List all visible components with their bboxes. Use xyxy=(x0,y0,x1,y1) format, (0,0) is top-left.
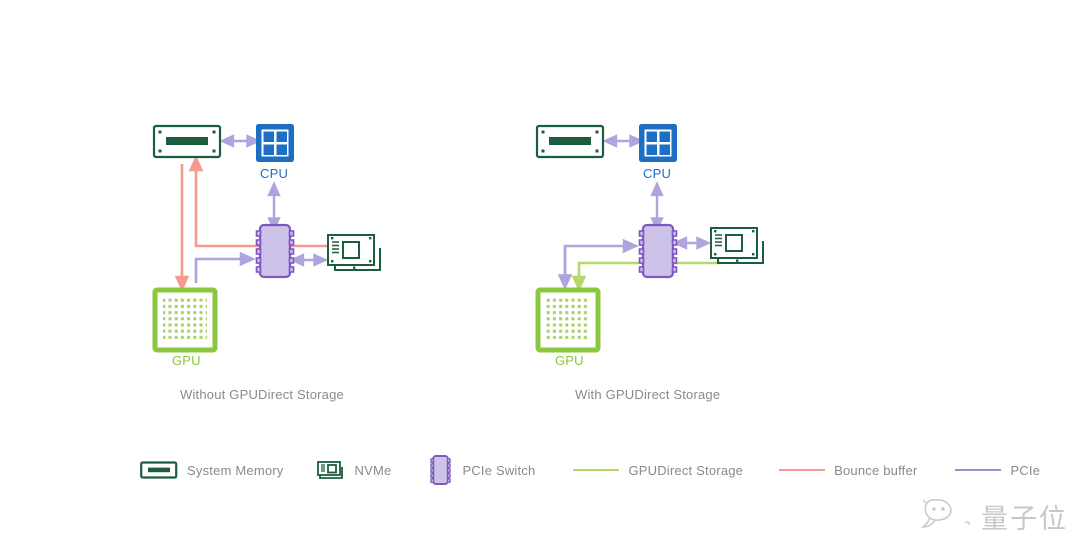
legend: System Memory NVMe xyxy=(140,452,1040,488)
cpu-icon xyxy=(639,124,677,162)
pcie-switch-icon xyxy=(255,223,295,279)
gpu-label: GPU xyxy=(172,353,201,368)
nvme-icon xyxy=(316,459,346,481)
nvme-icon xyxy=(327,234,381,271)
system-memory-icon xyxy=(535,124,605,159)
system-memory-icon xyxy=(152,124,222,159)
legend-item-system-memory: System Memory xyxy=(140,452,284,488)
nvme-icon xyxy=(710,227,764,264)
caption-without-gds: Without GPUDirect Storage xyxy=(180,387,344,402)
pcie-path-left xyxy=(194,251,256,283)
line-swatch-bounce-buffer xyxy=(779,469,826,471)
legend-label: System Memory xyxy=(187,462,284,478)
gpu-label: GPU xyxy=(555,353,584,368)
cpu-icon xyxy=(256,124,294,162)
cpu-label: CPU xyxy=(260,166,289,181)
pcie-switch-icon xyxy=(638,223,678,279)
left-diagram-without-gds xyxy=(152,124,381,353)
cpu-label: CPU xyxy=(643,166,672,181)
legend-item-nvme: NVMe xyxy=(316,452,392,488)
legend-label: GPUDirect Storage xyxy=(628,462,744,478)
legend-item-pcie-switch: PCIe Switch xyxy=(427,452,535,488)
legend-item-bounce-buffer: Bounce buffer xyxy=(779,452,917,488)
legend-label: PCIe Switch xyxy=(462,462,536,478)
gpu-icon xyxy=(152,287,218,353)
line-swatch-gpudirect-storage xyxy=(573,469,620,471)
qbitai-smiley-logo xyxy=(920,497,973,536)
watermark: 量子位 xyxy=(920,497,1068,536)
gpu-icon xyxy=(535,287,601,353)
legend-item-pcie: PCIe xyxy=(955,452,1040,488)
caption-with-gds: With GPUDirect Storage xyxy=(575,387,721,402)
legend-label: NVMe xyxy=(354,462,392,478)
pcie-switch-icon xyxy=(427,454,453,486)
system-memory-icon xyxy=(140,460,178,480)
line-swatch-pcie xyxy=(955,469,1002,471)
bounce-buffer-path-left xyxy=(174,155,330,292)
right-diagram-with-gds xyxy=(535,124,764,353)
watermark-text: 量子位 xyxy=(981,504,1068,535)
legend-label: Bounce buffer xyxy=(834,462,918,478)
legend-label: PCIe xyxy=(1010,462,1041,478)
legend-item-gpudirect-storage: GPUDirect Storage xyxy=(573,452,743,488)
pcie-path-right xyxy=(557,238,639,291)
